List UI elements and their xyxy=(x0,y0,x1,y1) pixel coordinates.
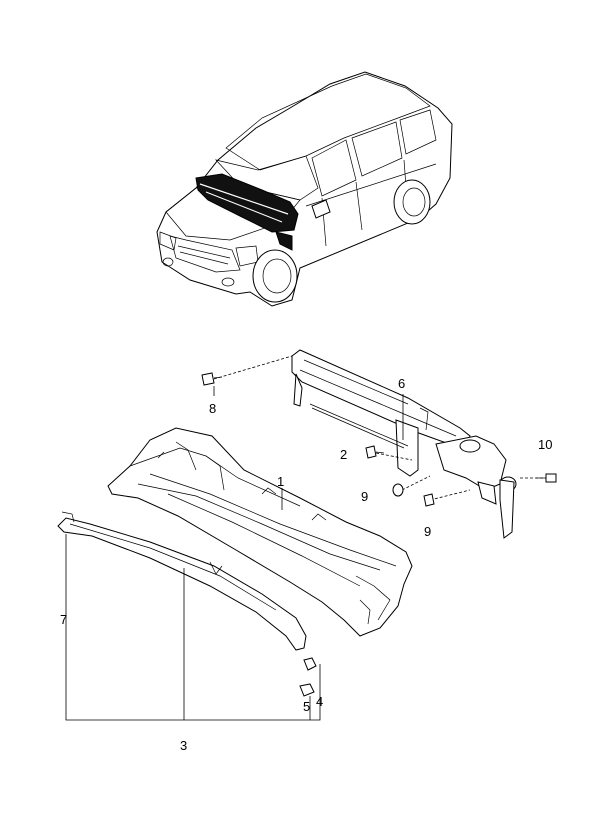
part-4-clip-icon xyxy=(303,657,317,671)
callout-10: 10 xyxy=(538,437,552,452)
part-8-bolt-icon xyxy=(201,372,223,386)
callout-5: 5 xyxy=(303,699,310,714)
part-6-cowl-crossmember xyxy=(291,349,517,539)
leader-lines xyxy=(65,386,404,721)
callout-8: 8 xyxy=(209,401,216,416)
callout-3: 3 xyxy=(180,738,187,753)
callout-1: 1 xyxy=(277,474,284,489)
callout-9-upper: 9 xyxy=(361,489,368,504)
cowl-highlight xyxy=(195,173,299,233)
part-1-cowl-panel xyxy=(107,427,413,637)
callout-9-lower: 9 xyxy=(424,524,431,539)
vehicle-illustration xyxy=(156,71,453,307)
callout-2: 2 xyxy=(340,447,347,462)
part-9-clip-icon xyxy=(392,483,404,497)
part-3-cowl-seal xyxy=(57,511,307,651)
part-5-clip-icon xyxy=(299,683,315,697)
callout-6: 6 xyxy=(398,376,405,391)
part-2-screw-icon xyxy=(365,445,385,459)
callout-7: 7 xyxy=(60,612,67,627)
callout-4: 4 xyxy=(316,694,323,709)
part-9-screw-icon xyxy=(423,493,435,507)
part-10-bolt-icon xyxy=(536,473,557,483)
